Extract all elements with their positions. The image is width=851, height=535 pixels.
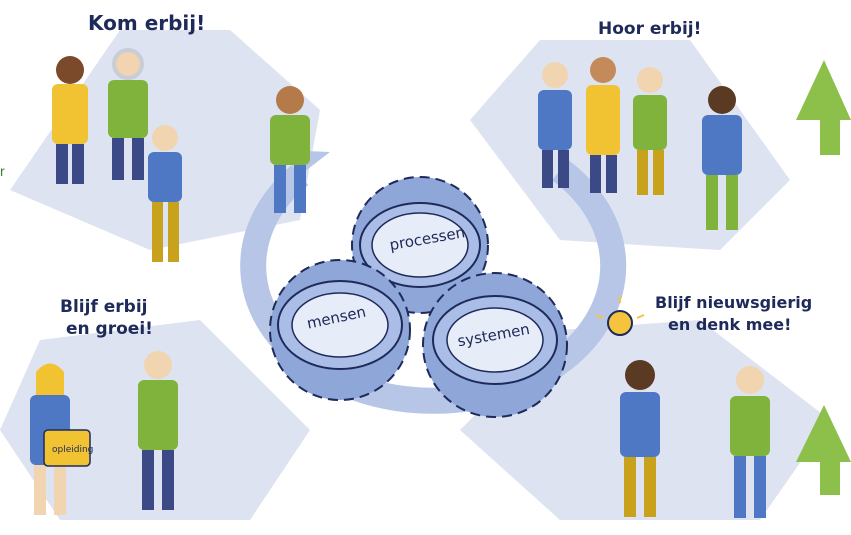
- person-top-left-4: [270, 86, 310, 213]
- person-bottom-left-1: opleiding: [30, 363, 93, 515]
- green-arrow-up-icon: [796, 60, 851, 155]
- bag-label: opleiding: [52, 445, 93, 455]
- left-edge-fragment: r: [0, 163, 5, 179]
- person-top-right-1: [538, 62, 572, 188]
- person-bottom-right-2: [730, 366, 770, 518]
- person-bottom-left-2: [138, 351, 178, 510]
- label-hoor-erbij: Hoor erbij!: [598, 19, 701, 39]
- person-top-left-1: [52, 56, 88, 184]
- label-blijf-erbij-line2: en groei!: [66, 319, 153, 339]
- label-blijf-nieuwsgierig-line2: en denk mee!: [668, 315, 791, 334]
- label-kom-erbij: Kom erbij!: [88, 11, 205, 35]
- person-bottom-right-1: [620, 360, 660, 517]
- person-top-right-4: [702, 86, 742, 230]
- person-top-left-3: [148, 125, 182, 262]
- lightbulb-icon: [595, 296, 645, 336]
- green-arrow-up-icon: [796, 405, 851, 495]
- gear-mensen: mensen: [269, 259, 411, 401]
- person-top-left-2: [108, 48, 148, 180]
- label-blijf-erbij-line1: Blijf erbij: [60, 297, 148, 317]
- person-top-right-2: [586, 57, 620, 193]
- gear-systemen: systemen: [422, 272, 568, 418]
- label-blijf-nieuwsgierig-line1: Blijf nieuwsgierig: [655, 293, 812, 312]
- person-top-right-3: [633, 67, 667, 195]
